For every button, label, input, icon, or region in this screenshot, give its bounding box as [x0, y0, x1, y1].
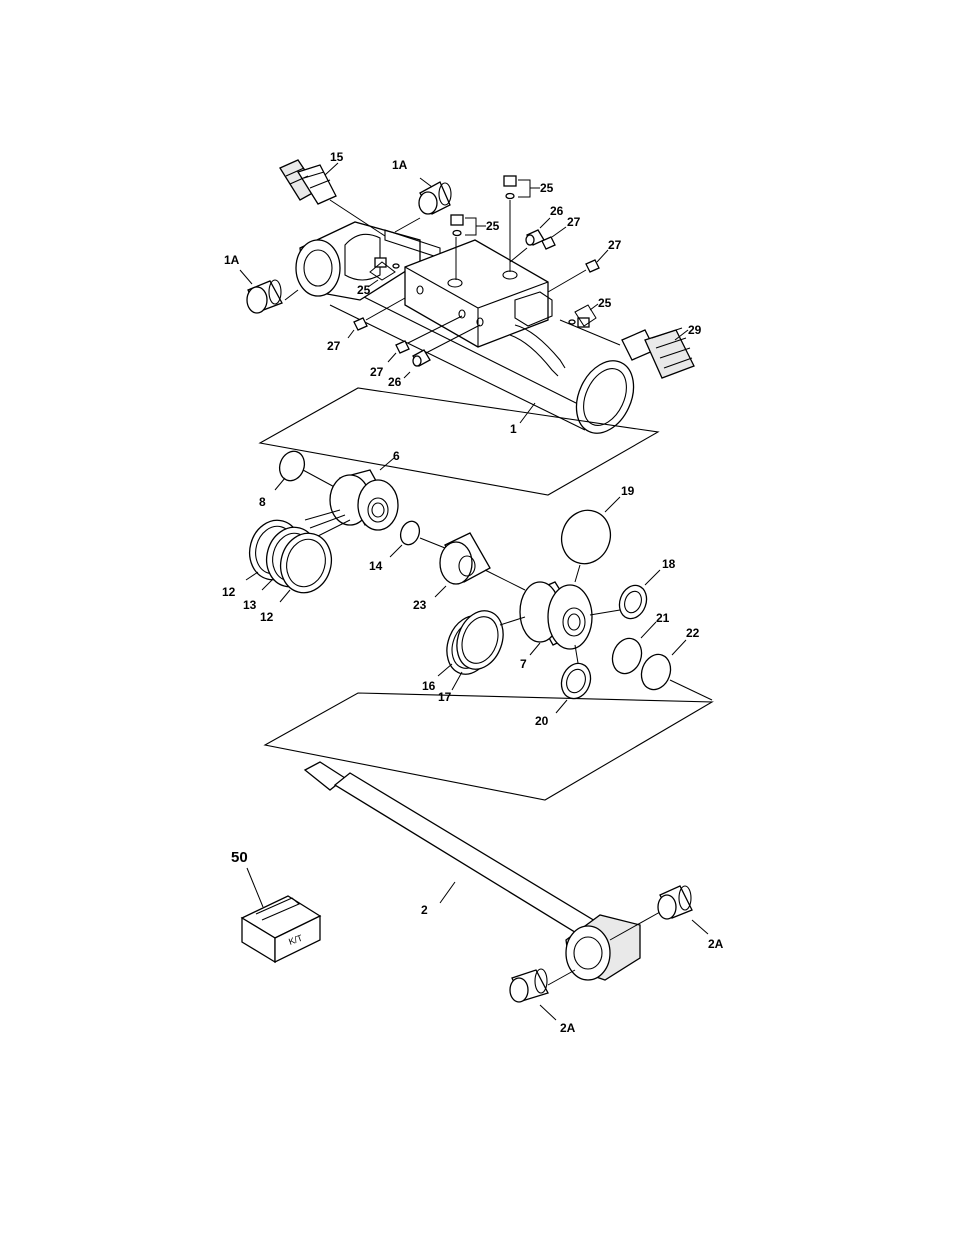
rod-2 — [305, 762, 640, 980]
ring-22 — [637, 650, 676, 693]
callout-8: 8 — [259, 495, 266, 509]
callout-1: 1 — [510, 422, 517, 436]
fitting-25-b — [451, 215, 486, 236]
plug-27-c — [354, 318, 367, 330]
head-7 — [520, 582, 592, 649]
callout-12-a: 12 — [222, 585, 236, 599]
plug-26-a — [526, 230, 544, 245]
seal-16-17 — [439, 604, 511, 680]
o-ring-19 — [554, 503, 618, 570]
valve-cartridge-29 — [622, 328, 694, 378]
callout-27-c: 27 — [327, 339, 341, 353]
callout-27-b: 27 — [608, 238, 622, 252]
callout-12-b: 12 — [260, 610, 274, 624]
callout-27-a: 27 — [567, 215, 581, 229]
callout-50: 50 — [231, 849, 248, 866]
callout-1A-left: 1A — [224, 253, 240, 267]
callout-7: 7 — [520, 657, 527, 671]
callout-25-d: 25 — [598, 296, 612, 310]
bushing-2A-bottom — [510, 969, 548, 1002]
callout-2: 2 — [421, 903, 428, 917]
callout-25-c: 25 — [357, 283, 371, 297]
callout-6: 6 — [393, 449, 400, 463]
callout-15: 15 — [330, 150, 344, 164]
bushing-2A-right — [658, 886, 692, 919]
callout-20: 20 — [535, 714, 549, 728]
callout-25-b: 25 — [486, 219, 500, 233]
ring-21 — [608, 634, 647, 677]
callout-21: 21 — [656, 611, 670, 625]
bushing-1A-left — [247, 280, 282, 313]
ring-8 — [276, 448, 309, 484]
wiper-18 — [615, 582, 651, 623]
callout-16: 16 — [422, 679, 436, 693]
callout-2A-right: 2A — [708, 937, 724, 951]
ring-14 — [397, 519, 422, 548]
callout-18: 18 — [662, 557, 676, 571]
callout-29: 29 — [688, 323, 702, 337]
callout-22: 22 — [686, 626, 700, 640]
barrel-assembly — [296, 222, 645, 442]
callout-25-a: 25 — [540, 181, 554, 195]
bushing-1A-top — [419, 182, 451, 214]
fitting-25-a — [504, 176, 540, 199]
callout-14: 14 — [369, 559, 383, 573]
callout-27-d: 27 — [370, 365, 384, 379]
callout-26-a: 26 — [550, 204, 564, 218]
callout-13: 13 — [243, 598, 257, 612]
callout-2A-bottom: 2A — [560, 1021, 576, 1035]
callout-1A-top: 1A — [392, 158, 408, 172]
spacer-23 — [440, 533, 490, 584]
callout-26-b: 26 — [388, 375, 402, 389]
callout-17: 17 — [438, 690, 452, 704]
seal-20 — [557, 659, 596, 702]
seal-stack-12-13 — [243, 515, 338, 599]
callout-23: 23 — [413, 598, 427, 612]
valve-cartridge-15 — [280, 160, 336, 204]
piston-6 — [330, 470, 398, 530]
kit-box-50: K/T — [242, 896, 320, 962]
callout-19: 19 — [621, 484, 635, 498]
